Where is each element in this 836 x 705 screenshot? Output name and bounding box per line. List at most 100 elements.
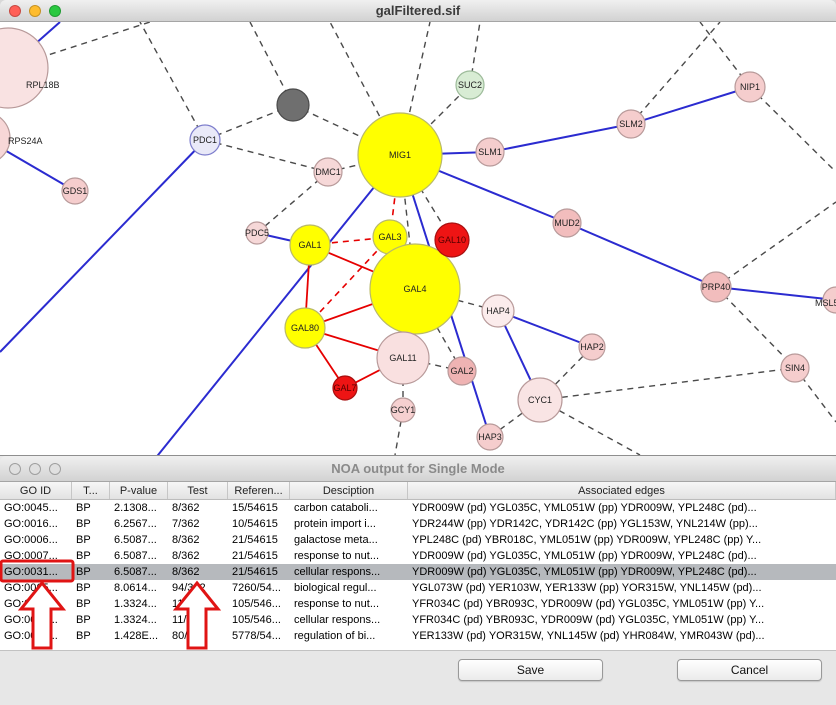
table-cell: BP — [76, 598, 91, 610]
network-node-PDC5[interactable]: PDC5 — [245, 221, 269, 245]
table-cell: GO:0050... — [4, 630, 58, 642]
table-cell: BP — [76, 614, 91, 626]
network-edge — [715, 286, 796, 369]
table-cell: 8/362 — [172, 566, 200, 578]
network-node-HAP2[interactable]: HAP2 — [578, 333, 606, 361]
table-cell: galactose meta... — [294, 534, 378, 546]
table-cell: YFR034C (pd) YBR093C, YDR009W (pd) YGL03… — [412, 598, 765, 610]
zoom-button[interactable] — [49, 462, 61, 475]
table-cell: cellular respons... — [294, 614, 381, 626]
network-node-GCY1[interactable]: GCY1 — [390, 397, 416, 423]
table-cell: protein import i... — [294, 518, 376, 530]
network-edge — [566, 222, 717, 288]
table-cell: GO:0007... — [4, 550, 58, 562]
network-node-GAL2[interactable]: GAL2 — [447, 356, 477, 386]
network-node-SUC2[interactable]: SUC2 — [455, 70, 485, 100]
table-cell: YGL073W (pd) YER103W, YER133W (pp) YOR31… — [412, 582, 762, 594]
network-node-SLM2[interactable]: SLM2 — [616, 109, 646, 139]
table-cell: 21/54615 — [232, 566, 278, 578]
network-node-GAL4[interactable]: GAL4 — [369, 243, 461, 335]
network-node-GAL1[interactable]: GAL1 — [289, 224, 331, 266]
table-cell: YPL248C (pd) YBR018C, YML051W (pp) YDR00… — [412, 534, 762, 546]
node-label: HAP2 — [580, 342, 604, 352]
table-cell: biological regul... — [294, 582, 377, 594]
window-controls — [9, 0, 61, 21]
cancel-button[interactable]: Cancel — [677, 659, 822, 681]
table-cell: BP — [76, 534, 91, 546]
network-node-PRP40[interactable]: PRP40 — [700, 271, 732, 303]
network-node-MSL5[interactable]: MSL5 — [815, 286, 836, 314]
table-cell: YDR009W (pd) YGL035C, YML051W (pp) YDR00… — [412, 550, 757, 562]
network-window-title: galFiltered.sif — [375, 3, 461, 18]
network-node-MIG1[interactable]: MIG1 — [357, 112, 443, 198]
network-edge — [204, 139, 329, 173]
node-label: MSL5 — [815, 298, 836, 308]
network-node-DMC1[interactable]: DMC1 — [313, 157, 343, 187]
network-window-titlebar[interactable]: galFiltered.sif — [0, 0, 836, 22]
network-node-MUD2[interactable]: MUD2 — [552, 208, 582, 238]
network-edge — [156, 154, 401, 455]
close-button[interactable] — [9, 462, 21, 475]
table-cell: 94/362 — [172, 582, 206, 594]
node-label: DMC1 — [315, 167, 341, 177]
table-cell: BP — [76, 502, 91, 514]
network-node-GAL7[interactable]: GAL7 — [332, 375, 358, 401]
table-cell: 2.1308... — [114, 502, 157, 514]
column-header[interactable]: Associated edges — [408, 482, 836, 499]
network-node-gray[interactable] — [276, 88, 310, 122]
column-header[interactable]: T... — [72, 482, 110, 499]
table-cell: 6.5087... — [114, 566, 157, 578]
minimize-button[interactable] — [29, 4, 41, 17]
table-cell: 6.5087... — [114, 550, 157, 562]
save-button[interactable]: Save — [458, 659, 603, 681]
network-node-RPS24A[interactable]: RPS24A — [0, 112, 43, 164]
network-node-PDC1[interactable]: PDC1 — [189, 124, 221, 156]
table-cell: 11/362 — [172, 598, 205, 610]
network-node-HAP4[interactable]: HAP4 — [481, 294, 515, 328]
node-label: SUC2 — [458, 80, 482, 90]
table-cell: response to nut... — [294, 550, 379, 562]
column-header[interactable]: Test — [168, 482, 228, 499]
minimize-button[interactable] — [29, 462, 41, 475]
table-cell: 1.3324... — [114, 598, 157, 610]
column-header[interactable]: Desciption — [290, 482, 408, 499]
network-node-SIN4[interactable]: SIN4 — [780, 353, 810, 383]
table-cell: GO:0031... — [4, 566, 58, 578]
column-header[interactable]: P-value — [110, 482, 168, 499]
close-button[interactable] — [9, 4, 21, 17]
column-header[interactable]: Referen... — [228, 482, 290, 499]
network-node-HAP3[interactable]: HAP3 — [476, 423, 504, 451]
network-node-GAL80[interactable]: GAL80 — [284, 307, 326, 349]
node-label: GAL80 — [291, 323, 319, 333]
network-node-GAL11[interactable]: GAL11 — [376, 331, 430, 385]
network-node-SLM1[interactable]: SLM1 — [475, 137, 505, 167]
noa-window-titlebar[interactable]: NOA output for Single Mode — [0, 456, 836, 482]
network-edge — [0, 139, 206, 353]
network-node-GDS1[interactable]: GDS1 — [61, 177, 89, 205]
network-node-NIP1[interactable]: NIP1 — [734, 71, 766, 103]
network-node-GAL10[interactable]: GAL10 — [434, 222, 470, 258]
zoom-button[interactable] — [49, 4, 61, 17]
column-header[interactable]: GO ID — [0, 482, 72, 499]
network-node-CYC1[interactable]: CYC1 — [517, 377, 563, 423]
node-label: GAL7 — [333, 383, 356, 393]
node-label: GDS1 — [63, 186, 88, 196]
network-edge — [749, 86, 836, 173]
node-label: PRP40 — [702, 282, 731, 292]
network-node-RPL18B[interactable]: RPL18B — [0, 27, 60, 109]
network-edge — [630, 86, 751, 125]
